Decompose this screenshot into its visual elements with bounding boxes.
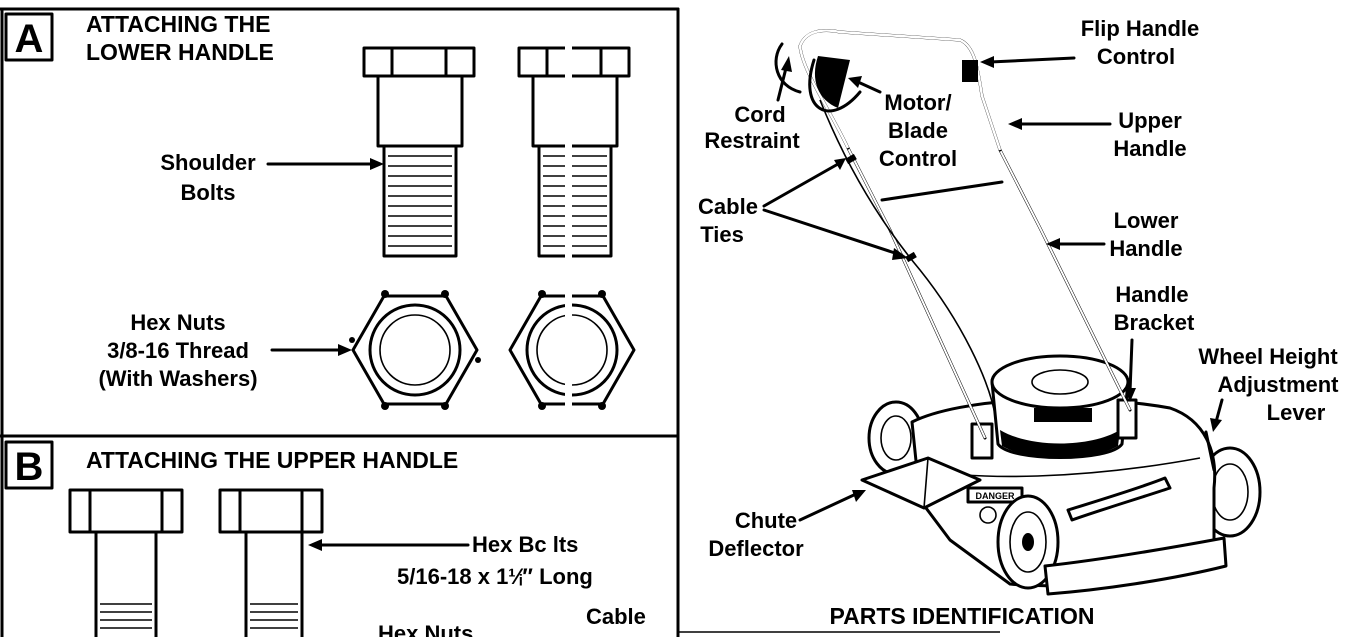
wheel-height-label-line3: Lever — [1267, 400, 1326, 425]
chute-deflector-label-line1: Chute — [735, 508, 797, 533]
cord-restraint-label-line2: Restraint — [704, 128, 800, 153]
wheel-height-label-line1: Wheel Height — [1198, 344, 1338, 369]
lawn-mower-illustration: DANGER — [774, 29, 1262, 596]
wheel-height-lever — [1204, 430, 1216, 472]
shoulder-bolt-icon — [517, 46, 631, 258]
panel-b-letter: B — [15, 445, 44, 489]
upper-handle-label-line1: Upper — [1118, 108, 1182, 133]
handle-bracket-label-line2: Bracket — [1114, 310, 1195, 335]
shoulder-bolts-label-line2: Bolts — [181, 180, 236, 205]
shoulder-bolts-label-line1: Shoulder — [160, 150, 256, 175]
hex-bolts-label-line1: Hex Bc lts — [472, 532, 578, 557]
hex-nut-icon — [349, 290, 481, 410]
cable-b-label: Cable — [586, 604, 646, 629]
motor-blade-control-label-line3: Control — [879, 146, 957, 171]
hex-bolts-label-line2: 5/16-18 x 1¹⁄ᵢ″ Long — [397, 564, 593, 589]
chute-deflector — [860, 456, 982, 510]
hex-bolt-icon — [218, 488, 324, 637]
cable-ties-label-line2: Ties — [700, 222, 744, 247]
hex-bolt-icon — [68, 488, 184, 637]
danger-decal-text: DANGER — [975, 491, 1015, 501]
hex-nuts-b-label: Hex Nuts — [378, 621, 473, 637]
handle-bracket-part — [1116, 398, 1138, 440]
parts-identification-caption: PARTS IDENTIFICATION — [830, 603, 1095, 629]
hex-nuts-label-line3: (With Washers) — [98, 366, 257, 391]
lower-handle-label-line2: Handle — [1109, 236, 1182, 261]
hex-nuts-label-line2: 3/8-16 Thread — [107, 338, 249, 363]
chute-deflector-label-line2: Deflector — [708, 536, 804, 561]
motor-blade-control-part — [814, 56, 850, 108]
panel-a-letter-box — [4, 12, 54, 62]
lower-handle-label-line1: Lower — [1114, 208, 1179, 233]
handle-bracket-label-line1: Handle — [1115, 282, 1188, 307]
panel-a-title-line2: LOWER HANDLE — [86, 39, 274, 65]
panel-b: B ATTACHING THE UPPER HANDLE Hex Bc lts … — [4, 440, 646, 637]
wheel-height-label-line2: Adjustment — [1218, 372, 1340, 397]
parts-labels: Cord Restraint Motor/ Blade Control Flip… — [698, 16, 1339, 629]
danger-decal — [966, 486, 1024, 504]
panel-a: A ATTACHING THE LOWER HANDLE Shoulder Bo… — [4, 11, 636, 434]
cable-ties-label-line1: Cable — [698, 194, 758, 219]
panel-a-title-line1: ATTACHING THE — [86, 11, 270, 37]
panel-frames — [0, 7, 1000, 637]
panel-b-letter-box — [4, 440, 54, 490]
flip-handle-control-part — [962, 60, 978, 82]
panel-b-title: ATTACHING THE UPPER HANDLE — [86, 447, 458, 473]
flip-handle-control-label-line1: Flip Handle — [1081, 16, 1200, 41]
hex-nuts-label-line1: Hex Nuts — [130, 310, 225, 335]
motor-blade-control-label-line1: Motor/ — [884, 90, 951, 115]
flip-handle-control-label-line2: Control — [1097, 44, 1175, 69]
panel-a-letter: A — [15, 17, 44, 61]
upper-handle-label-line2: Handle — [1113, 136, 1186, 161]
cord-restraint-label-line1: Cord — [734, 102, 785, 127]
cord-restraint-part — [774, 42, 802, 94]
motor-blade-control-label-line2: Blade — [888, 118, 948, 143]
shoulder-bolt-icon — [362, 46, 476, 258]
